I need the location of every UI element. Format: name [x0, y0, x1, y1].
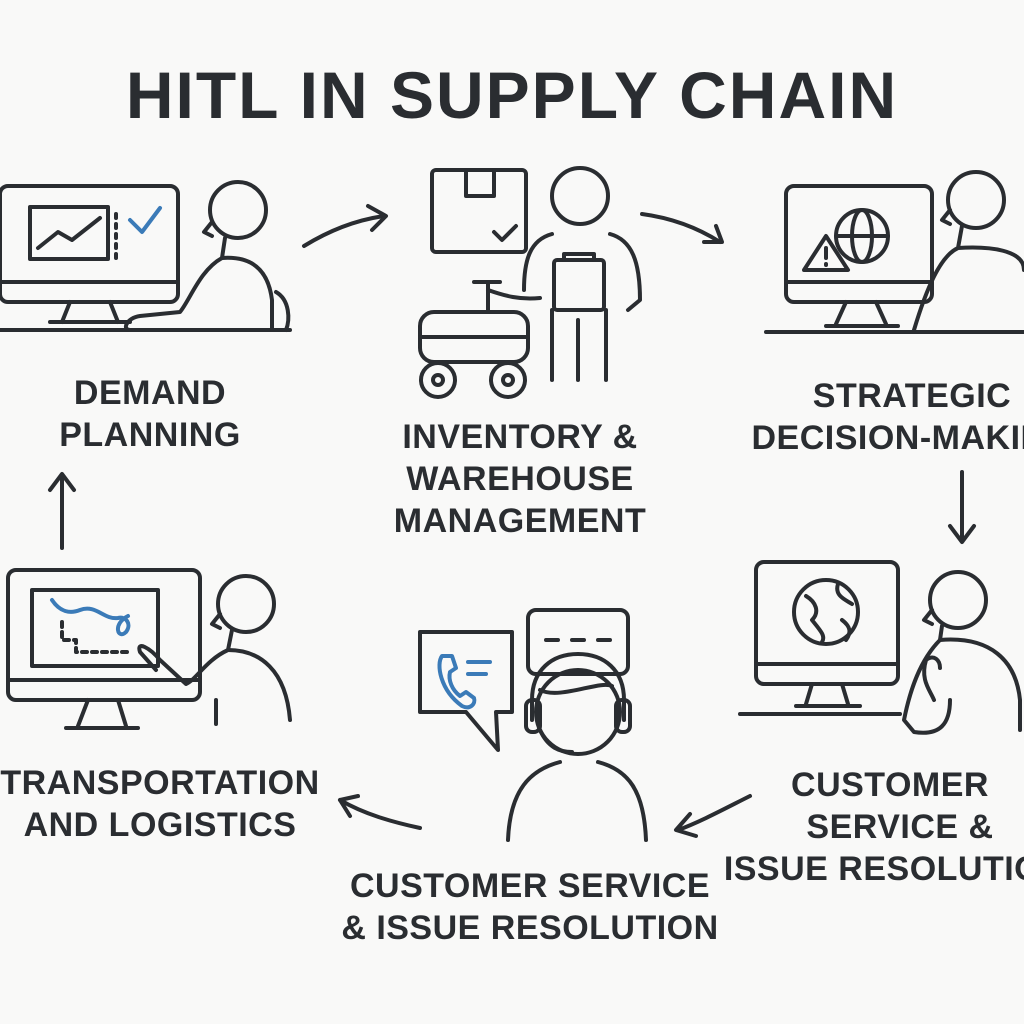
label-line: WAREHOUSE — [406, 460, 634, 498]
label-line: PLANNING — [59, 416, 241, 454]
analyst-monitor-chart-icon — [0, 180, 292, 332]
arrow-transport-to-demand — [48, 472, 76, 550]
label-strategic-decision: STRATEGIC DECISION-MAKING — [742, 375, 1024, 459]
label-line: MANAGEMENT — [393, 502, 647, 540]
arrow-customer-to-transport — [338, 794, 422, 830]
warehouse-worker-robot-icon — [418, 166, 642, 399]
route-map-monitor-icon — [6, 568, 292, 730]
label-line: CUSTOMER SERVICE — [349, 867, 711, 905]
label-line: INVENTORY & — [402, 418, 638, 456]
arrow-demand-to-inventory — [302, 204, 388, 248]
label-customer-service-right: CUSTOMER SERVICE & ISSUE RESOLUTION — [720, 764, 1024, 890]
label-transportation-logistics: TRANSPORTATION AND LOGISTICS — [0, 762, 330, 846]
label-customer-service-bottom: CUSTOMER SERVICE & ISSUE RESOLUTION — [330, 865, 730, 949]
label-line: DECISION-MAKING — [751, 419, 1024, 457]
thinking-person-globe-icon — [738, 560, 1022, 735]
label-inventory-warehouse: INVENTORY & WAREHOUSE MANAGEMENT — [360, 416, 680, 542]
globe-warning-monitor-icon — [764, 170, 1024, 334]
label-line: AND LOGISTICS — [23, 806, 297, 844]
label-line: DEMAND — [73, 374, 227, 412]
label-line: ISSUE RESOLUTION — [723, 850, 1024, 888]
headset-agent-icon — [418, 608, 648, 842]
flow-arrows — [48, 204, 976, 838]
label-line: STRATEGIC — [812, 377, 1012, 415]
label-line: TRANSPORTATION — [0, 764, 320, 802]
arrow-customer-right-to-bottom — [674, 794, 752, 838]
label-line: SERVICE & — [806, 808, 994, 846]
page-title: HITL IN SUPPLY CHAIN — [125, 58, 899, 132]
label-line: & ISSUE RESOLUTION — [341, 909, 719, 947]
arrow-strategic-to-customer — [948, 470, 976, 544]
label-demand-planning: DEMAND PLANNING — [40, 372, 260, 456]
label-line: CUSTOMER — [791, 766, 989, 804]
arrow-inventory-to-strategic — [640, 212, 724, 244]
